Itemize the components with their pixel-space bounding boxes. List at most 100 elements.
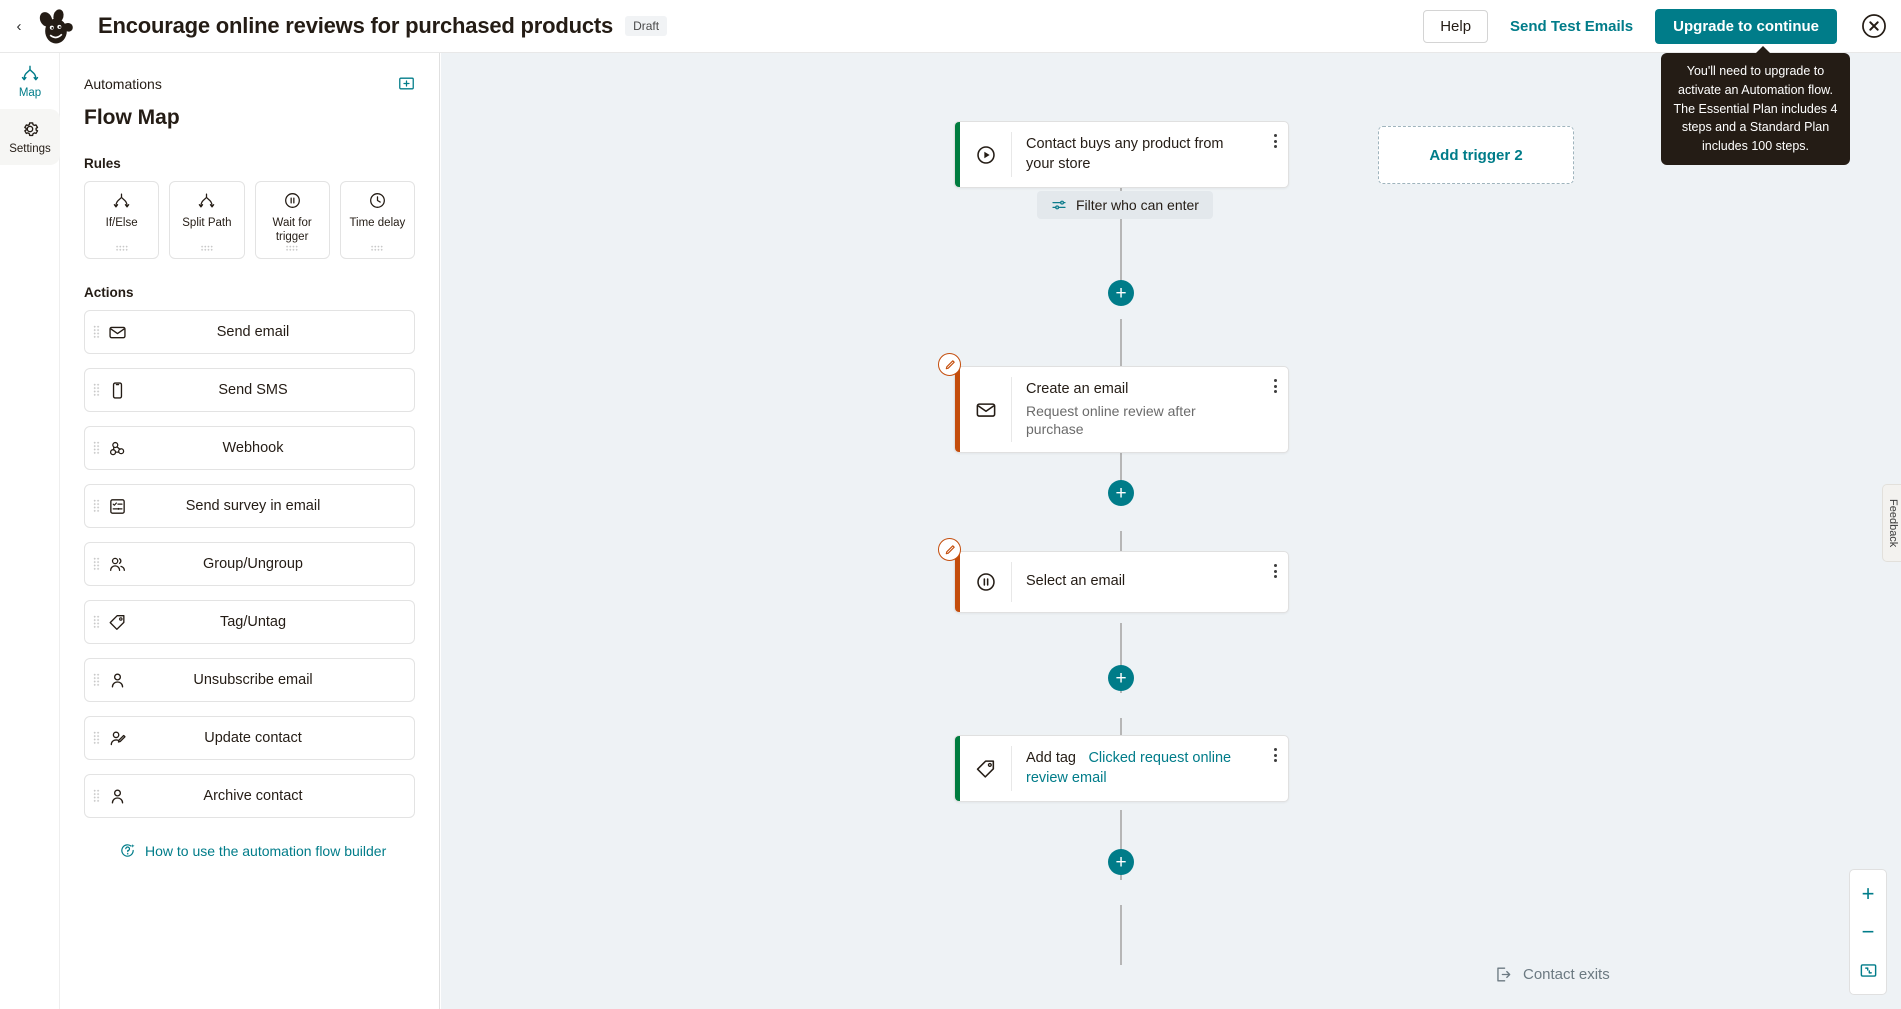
pause-icon [284,193,300,208]
add-step-button[interactable]: + [1108,280,1134,306]
drag-handle-icon[interactable] [93,499,100,513]
action-item-webhook[interactable]: Webhook [84,426,415,470]
drag-handle-icon[interactable] [93,557,100,571]
node-tag-link[interactable]: Clicked request online review email [1026,750,1232,786]
more-options-icon[interactable] [1262,736,1288,801]
action-item-send-survey-in-email[interactable]: Send survey in email [84,484,415,528]
contact-exits-label: Contact exits [1494,965,1610,984]
tag-icon [106,613,128,632]
drag-handle-icon[interactable] [93,441,100,455]
action-item-update-contact[interactable]: Update contact [84,716,415,760]
split-path-icon [21,65,39,81]
action-item-group-ungroup[interactable]: Group/Ungroup [84,542,415,586]
drag-handle-icon[interactable] [115,245,129,251]
tag-icon [960,746,1012,792]
connector-line [1120,319,1122,369]
drag-handle-icon[interactable] [93,789,100,803]
action-item-update-contact-label: Update contact [204,730,302,746]
action-item-archive-contact-label: Archive contact [203,788,303,804]
node-title: Create an email [1026,381,1129,397]
drag-handle-icon[interactable] [285,245,299,251]
clock-icon [369,193,385,208]
pencil-icon [945,359,955,369]
filter-who-can-enter-button[interactable]: Filter who can enter [1037,191,1213,219]
drag-handle-icon[interactable] [93,673,100,687]
node-title: Add tag [1026,750,1076,766]
connector-line [1120,905,1122,965]
drag-handle-icon[interactable] [93,325,100,339]
drag-handle-icon[interactable] [93,615,100,629]
upgrade-to-continue-button[interactable]: Upgrade to continue [1655,8,1837,44]
add-step-button[interactable]: + [1108,480,1134,506]
phone-icon [106,381,128,400]
edit-step-badge[interactable] [938,353,961,376]
node-title: Select an email [1026,573,1126,589]
action-item-unsubscribe-email-label: Unsubscribe email [193,672,313,688]
sidebar-item-settings-label: Settings [9,143,51,155]
zoom-out-button[interactable]: − [1861,919,1875,944]
action-item-send-email[interactable]: Send email [84,310,415,354]
rule-card-wait-for-trigger-label: Wait for trigger [272,217,312,244]
action-item-webhook-label: Webhook [222,440,284,456]
left-nav-rail: Map Settings [0,53,60,1009]
webhook-icon [106,439,128,458]
node-content: Add tag Clicked request online review em… [1012,736,1262,801]
flow-node-trigger[interactable]: Contact buys any product from your store [954,121,1289,189]
pencil-icon [945,544,955,554]
expand-panel-icon[interactable] [398,75,415,92]
drag-handle-icon[interactable] [93,383,100,397]
add-step-button[interactable]: + [1108,665,1134,691]
action-item-archive-contact[interactable]: Archive contact [84,774,415,818]
drag-handle-icon[interactable] [200,245,214,251]
action-item-send-sms[interactable]: Send SMS [84,368,415,412]
flow-node-add-tag[interactable]: Add tag Clicked request online review em… [954,735,1289,803]
pause-circle-icon [960,562,1012,602]
back-button[interactable]: ‹ [16,17,22,35]
rule-card-split-path[interactable]: Split Path [169,181,245,259]
node-content: Contact buys any product from your store [1012,122,1262,187]
flow-node-create-an-email[interactable]: Create an email Request online review af… [938,353,1289,454]
edit-step-badge[interactable] [938,538,961,561]
survey-icon [106,497,128,516]
page-title: Encourage online reviews for purchased p… [98,13,614,38]
node-subtitle: Request online review after purchase [1026,402,1196,438]
more-options-icon[interactable] [1262,367,1288,452]
rule-card-if-else-label: If/Else [105,217,138,229]
top-bar: ‹ Encourage online reviews for purchased… [0,0,1901,53]
contact-exits-text: Contact exits [1523,966,1610,983]
status-badge: Draft [625,16,668,36]
drag-handle-icon[interactable] [93,731,100,745]
send-test-emails-link[interactable]: Send Test Emails [1510,17,1634,35]
add-trigger-2-button[interactable]: Add trigger 2 [1378,126,1574,184]
rule-card-time-delay-label: Time delay [349,217,406,229]
flow-canvas[interactable]: Contact buys any product from your store… [441,53,1901,1009]
rule-card-if-else[interactable]: If/Else [84,181,160,259]
upgrade-tooltip: You'll need to upgrade to activate an Au… [1661,46,1850,165]
person-icon [106,787,128,806]
drag-handle-icon[interactable] [370,245,384,251]
action-item-tag-untag[interactable]: Tag/Untag [84,600,415,644]
node-title: Contact buys any product from your store [1026,136,1224,172]
add-step-button[interactable]: + [1108,849,1134,875]
flow-node-select-an-email[interactable]: Select an email [938,538,1289,613]
fit-to-screen-icon [1860,963,1876,977]
zoom-in-button[interactable]: + [1861,881,1875,906]
more-options-icon[interactable] [1262,122,1288,187]
rules-section-label: Rules [84,156,121,171]
close-icon[interactable] [1861,13,1887,39]
rule-card-time-delay[interactable]: Time delay [339,181,415,259]
rules-list: If/Else Split Path Wait for trigger [84,181,415,259]
sidebar-item-map[interactable]: Map [0,53,60,109]
feedback-tab[interactable]: Feedback [1882,484,1901,563]
fit-to-screen-button[interactable] [1850,952,1886,988]
rule-card-wait-for-trigger[interactable]: Wait for trigger [254,181,330,259]
action-item-unsubscribe-email[interactable]: Unsubscribe email [84,658,415,702]
node-content: Create an email Request online review af… [1012,367,1262,452]
help-button[interactable]: Help [1423,9,1489,43]
more-options-icon[interactable] [1262,552,1288,612]
how-to-use-flow-builder-link[interactable]: How to use the automation flow builder [84,842,415,859]
sidebar-item-settings[interactable]: Settings [0,109,60,165]
gear-icon [24,122,39,137]
envelope-icon [960,377,1012,443]
envelope-icon [106,323,128,342]
